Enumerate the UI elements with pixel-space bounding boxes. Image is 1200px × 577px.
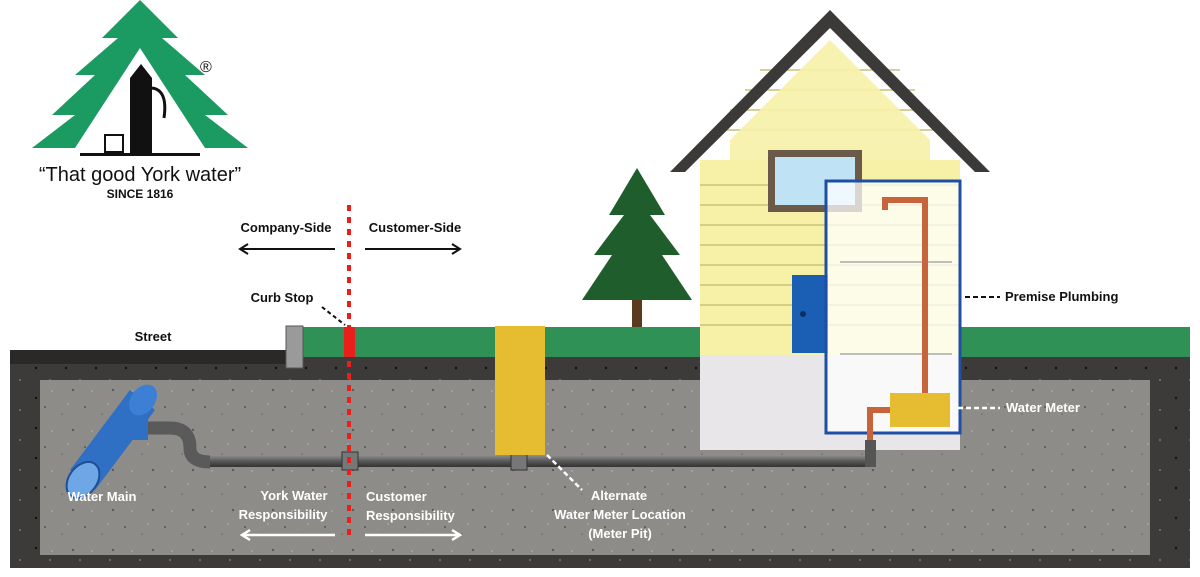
curb [285,325,304,369]
alternate-meter-label: Alternate [591,488,647,503]
alternate-meter-label: Water Meter Location [554,507,686,522]
curb-stop-marker [344,327,355,357]
water-main-connection [145,421,211,469]
customer-responsibility-label: Customer [366,489,427,504]
company-side-label: Company-Side [240,220,331,235]
york-responsibility-arrow [239,528,335,542]
house [670,10,990,455]
house-door [792,275,828,353]
street-label: Street [135,329,173,344]
curb-stop-leader [321,306,346,326]
meter-pit-leader [546,454,583,491]
logo-pump [130,78,152,153]
street-surface [10,350,290,364]
ground-inner [40,380,1150,555]
water-meter-label: Water Meter [1006,400,1080,415]
water-main-label: Water Main [68,489,137,504]
customer-responsibility-arrow [365,528,463,542]
customer-side-arrow [365,243,462,255]
york-responsibility-label: York Water [260,488,327,503]
registered-mark: ® [200,59,212,76]
alternate-meter-label: (Meter Pit) [588,526,652,541]
york-responsibility-label: Responsibility [239,507,329,522]
service-line-pipe [210,456,875,467]
logo-tagline: “That good York water” [39,164,241,186]
tree-illustration [582,168,692,327]
water-meter [890,393,950,427]
premise-plumbing-label: Premise Plumbing [1005,289,1118,304]
company-side-arrow [238,243,335,255]
york-water-logo: ® “That good York water” SINCE 1816 [32,0,248,201]
water-main-pipe [65,384,158,500]
curb-stop-label: Curb Stop [251,290,314,305]
logo-since: SINCE 1816 [107,187,174,201]
premise-plumbing-box [824,179,962,435]
meter-pit [495,326,545,455]
customer-responsibility-label: Responsibility [366,508,456,523]
copper-pipe [882,197,928,395]
customer-side-label: Customer-Side [369,220,461,235]
